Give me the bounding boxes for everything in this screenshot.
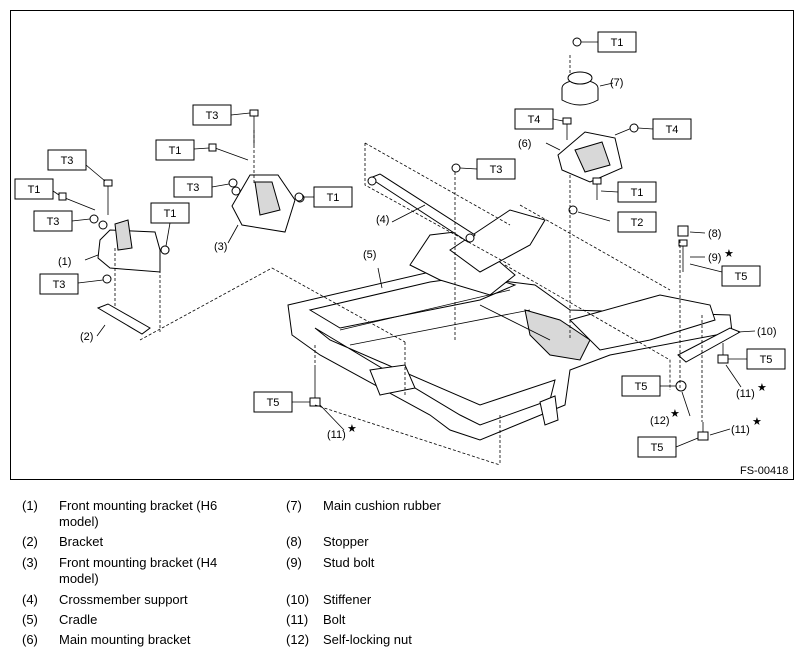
svg-text:T3: T3 [187, 182, 200, 194]
exploded-diagram: T3 T1 T3 T1 T3 T1 T3 T3 T1 T3 T1 T4 T4 T… [10, 10, 794, 480]
svg-text:T3: T3 [206, 110, 219, 122]
svg-text:T4: T4 [666, 124, 679, 136]
alignment-lines [114, 55, 703, 466]
svg-text:T5: T5 [760, 354, 773, 366]
figure-code: FS-00418 [740, 465, 788, 477]
fasteners [58, 37, 729, 441]
torque-box-t2: T2 [617, 211, 657, 233]
callout-4: (4) [376, 214, 389, 226]
torque-box-t3-left-a: T3 [47, 149, 106, 182]
torque-box-t3-center: T3 [459, 158, 516, 180]
torque-box-t5-left: T5 [253, 391, 310, 413]
svg-text:T1: T1 [169, 145, 182, 157]
torque-box-t1-left: T1 [14, 178, 60, 200]
torque-box-t1-upper: T1 [155, 139, 210, 161]
callout-9: (9) [708, 252, 721, 264]
star-11-left: ★ [347, 423, 357, 435]
crossmember-support [367, 173, 476, 243]
star-11-right: ★ [757, 382, 767, 394]
svg-text:T3: T3 [61, 155, 74, 167]
svg-text:T1: T1 [164, 208, 177, 220]
callout-11-bottom: (11) [731, 424, 750, 436]
torque-box-t4-left: T4 [514, 108, 564, 130]
callout-11-right: (11) [736, 388, 755, 400]
svg-text:T1: T1 [611, 37, 624, 49]
svg-text:T2: T2 [631, 217, 644, 229]
svg-text:T1: T1 [28, 184, 41, 196]
front-mounting-bracket-h4 [231, 174, 305, 233]
torque-box-t4-right: T4 [637, 118, 692, 140]
torque-box-t5-nut: T5 [621, 375, 676, 397]
star-12: ★ [670, 408, 680, 420]
svg-text:T1: T1 [327, 192, 340, 204]
torque-box-t3-mid: T3 [173, 176, 230, 198]
bracket [96, 303, 151, 335]
svg-text:T5: T5 [267, 397, 280, 409]
main-mounting-bracket [557, 131, 623, 183]
torque-box-t3-left-b: T3 [33, 210, 91, 232]
callout-12: (12) [650, 415, 670, 427]
callout-7: (7) [610, 77, 623, 89]
torque-box-t5-stud: T5 [689, 263, 761, 287]
svg-text:T5: T5 [735, 271, 748, 283]
torque-box-t3-top: T3 [192, 104, 251, 126]
svg-text:T3: T3 [490, 164, 503, 176]
callout-5: (5) [363, 249, 376, 261]
callout-8: (8) [708, 228, 721, 240]
svg-text:T5: T5 [635, 381, 648, 393]
callout-11-left: (11) [327, 429, 346, 441]
cradle [287, 209, 733, 441]
torque-box-t3-left-c: T3 [39, 273, 104, 295]
callout-6: (6) [518, 138, 531, 150]
svg-text:T3: T3 [53, 279, 66, 291]
callout-3: (3) [214, 241, 227, 253]
torque-box-t1-top-right: T1 [581, 31, 637, 53]
callout-1: (1) [58, 256, 71, 268]
parts-legend: (1) Front mounting bracket (H6 model) (2… [22, 498, 441, 647]
callout-2: (2) [80, 331, 93, 343]
torque-box-t1-mid-right: T1 [303, 186, 353, 208]
star-9: ★ [724, 248, 734, 260]
leader-lines [84, 82, 756, 436]
torque-box-t5-bottom: T5 [637, 436, 699, 458]
svg-text:T3: T3 [47, 216, 60, 228]
callout-10: (10) [757, 326, 777, 338]
torque-box-t1-right: T1 [600, 181, 657, 203]
main-cushion-rubber [561, 71, 599, 106]
svg-text:T5: T5 [651, 442, 664, 454]
svg-text:T1: T1 [631, 187, 644, 199]
torque-box-t5-stiffener: T5 [728, 348, 786, 370]
torque-box-t1-bracket: T1 [150, 202, 190, 247]
svg-text:T4: T4 [528, 114, 541, 126]
star-11-bottom: ★ [752, 416, 762, 428]
front-mounting-bracket-h6 [97, 219, 170, 273]
